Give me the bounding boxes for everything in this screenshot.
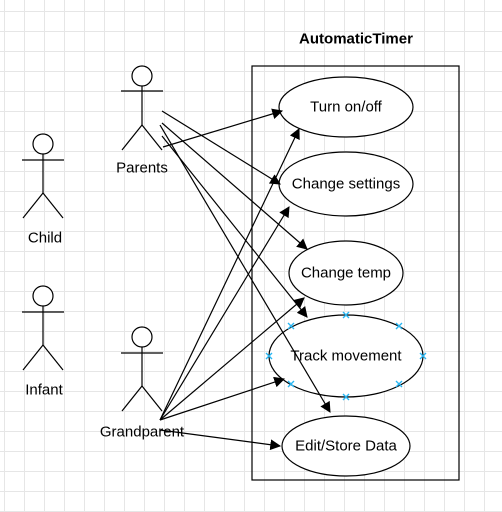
handle-bottom-left [287,380,295,388]
arrow-parents-edit-store-data [159,124,331,413]
actor-grandparent[interactable] [121,326,163,412]
actor-child-label: Child [27,229,63,247]
selection-handles[interactable] [265,311,427,401]
handle-bottom-mid [342,393,350,401]
usecase-edit-store-data-label: Edit/Store Data [295,437,397,455]
parents-associations [159,108,331,413]
actor-grandparent-label: Grandparent [99,423,185,441]
usecase-change-temp[interactable] [288,240,404,306]
actor-infant-label: Infant [25,381,63,399]
handle-bottom-right [395,380,403,388]
handle-mid-right [419,352,427,360]
arrow-grandparent-change-settings [159,206,290,421]
actor-child[interactable] [22,133,64,219]
grandparent-associations [159,128,305,451]
handle-top-left [287,322,295,330]
system-boundary[interactable] [251,65,460,481]
usecase-change-temp-label: Change temp [300,264,392,282]
arrow-parents-change-settings [161,110,281,185]
arrow-grandparent-track-movement [159,376,286,421]
arrow-grandparent-edit-store-data [159,429,282,451]
arrow-grandparent-turn-on-off [159,128,300,421]
usecase-edit-store-data[interactable] [281,415,411,477]
arrow-parents-turn-on-off [162,108,284,148]
actor-infant[interactable] [22,285,64,371]
actor-parents[interactable] [121,65,163,151]
usecase-track-movement-label: Track movement [290,347,402,365]
handle-top-mid [342,311,350,319]
actor-parents-label: Parents [116,159,168,177]
handle-mid-left [265,352,273,360]
handle-top-right [395,322,403,330]
arrow-parents-track-movement [161,135,308,318]
arrow-parents-change-temp [161,122,308,250]
arrow-grandparent-change-temp [159,297,305,421]
system-title: AutomaticTimer [299,30,413,48]
usecase-turn-on-off[interactable] [278,76,414,138]
usecase-turn-on-off-label: Turn on/off [310,98,382,116]
usecase-change-settings-label: Change settings [291,175,401,193]
